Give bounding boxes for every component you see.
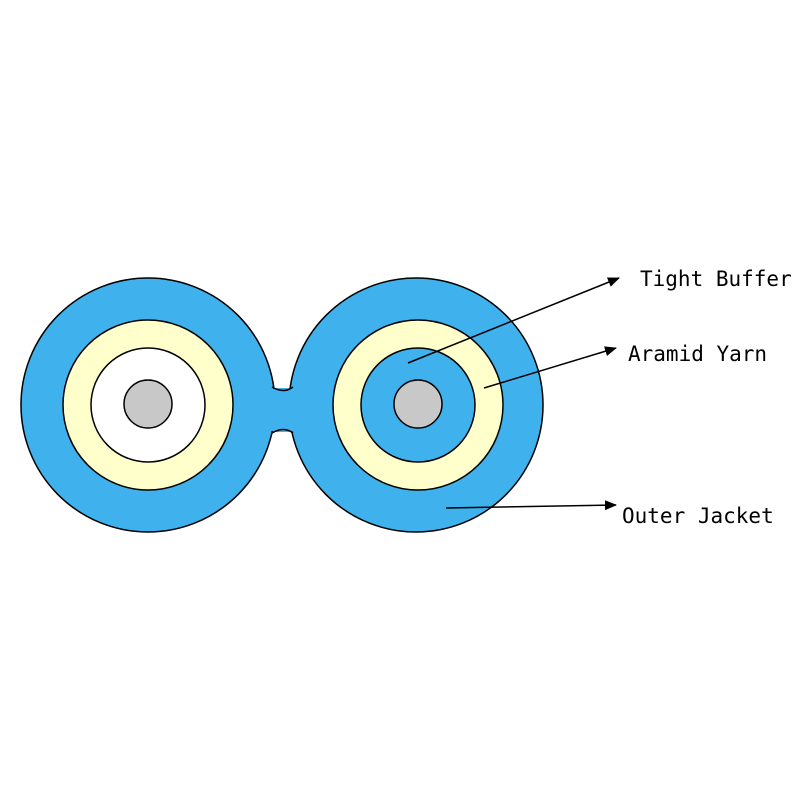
fiber-core-right xyxy=(393,379,443,429)
arrow-outer-jacket xyxy=(445,500,617,511)
label-tight-buffer: Tight Buffer xyxy=(640,267,792,291)
label-outer-jacket: Outer Jacket xyxy=(622,504,774,528)
jacket-bridge-outline xyxy=(271,386,294,434)
fiber-right xyxy=(332,319,504,491)
label-aramid-yarn: Aramid Yarn xyxy=(628,342,767,366)
jacket-bridge-cover xyxy=(268,389,296,431)
labels: Tight Buffer Aramid Yarn Outer Jacket xyxy=(622,267,792,528)
fiber-left xyxy=(62,319,234,491)
fiber-core-left xyxy=(123,379,173,429)
leader-arrows xyxy=(407,277,620,511)
arrow-tight-buffer xyxy=(407,277,620,364)
arrow-aramid-yarn xyxy=(483,346,617,389)
